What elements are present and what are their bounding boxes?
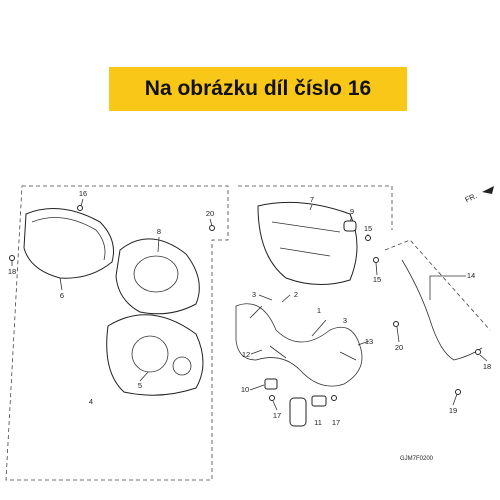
meter-visor-part: [115, 238, 200, 315]
wire-harness-part: [235, 303, 363, 387]
meter-lens-part: [23, 208, 114, 279]
part-number-banner: Na obrázku díl číslo 16: [109, 67, 407, 111]
callout-2: 2: [294, 290, 298, 299]
meter-panel-part: [106, 314, 204, 396]
callout-15-lower: 15: [373, 275, 381, 284]
callout-19: 19: [449, 406, 457, 415]
callout-3-lower: 3: [343, 316, 347, 325]
bulb-socket-part: [289, 397, 307, 427]
callout-17-right: 17: [332, 418, 340, 427]
speedometer-cable-part: [401, 259, 483, 361]
frame-right-dashed: [238, 185, 393, 230]
callout-3-upper: 3: [252, 290, 256, 299]
callout-10: 10: [241, 385, 249, 394]
diagram-code: GJM7F0200: [400, 456, 434, 462]
callout-7: 7: [310, 195, 314, 204]
screws: [9, 205, 481, 401]
callout-12: 12: [242, 350, 250, 359]
callout-9: 9: [350, 207, 354, 216]
front-direction-arrow: FR.: [464, 186, 494, 204]
leader-lines: [11, 198, 488, 411]
callout-5: 5: [138, 381, 142, 390]
callout-18-right: 18: [483, 362, 491, 371]
connector-part: [311, 395, 327, 407]
callout-16: 16: [79, 189, 87, 198]
callout-1: 1: [317, 306, 321, 315]
callout-8: 8: [157, 227, 161, 236]
meter-case-part: [257, 201, 358, 286]
callout-20-right: 20: [395, 343, 403, 352]
callout-18-left: 18: [8, 267, 16, 276]
callout-6: 6: [60, 291, 64, 300]
callout-4: 4: [89, 397, 93, 406]
svg-text:FR.: FR.: [464, 191, 479, 204]
callout-14: 14: [467, 271, 475, 280]
grommet-part: [343, 220, 357, 232]
socket-part: [264, 378, 278, 390]
callout-11: 11: [314, 418, 322, 427]
frame-left-dashed: [5, 185, 229, 481]
frame-cable-dashed: [384, 239, 491, 331]
callout-17-left: 17: [273, 411, 281, 420]
callout-15-upper: 15: [364, 224, 372, 233]
callout-20-left: 20: [206, 209, 214, 218]
callout-13: 13: [365, 337, 373, 346]
